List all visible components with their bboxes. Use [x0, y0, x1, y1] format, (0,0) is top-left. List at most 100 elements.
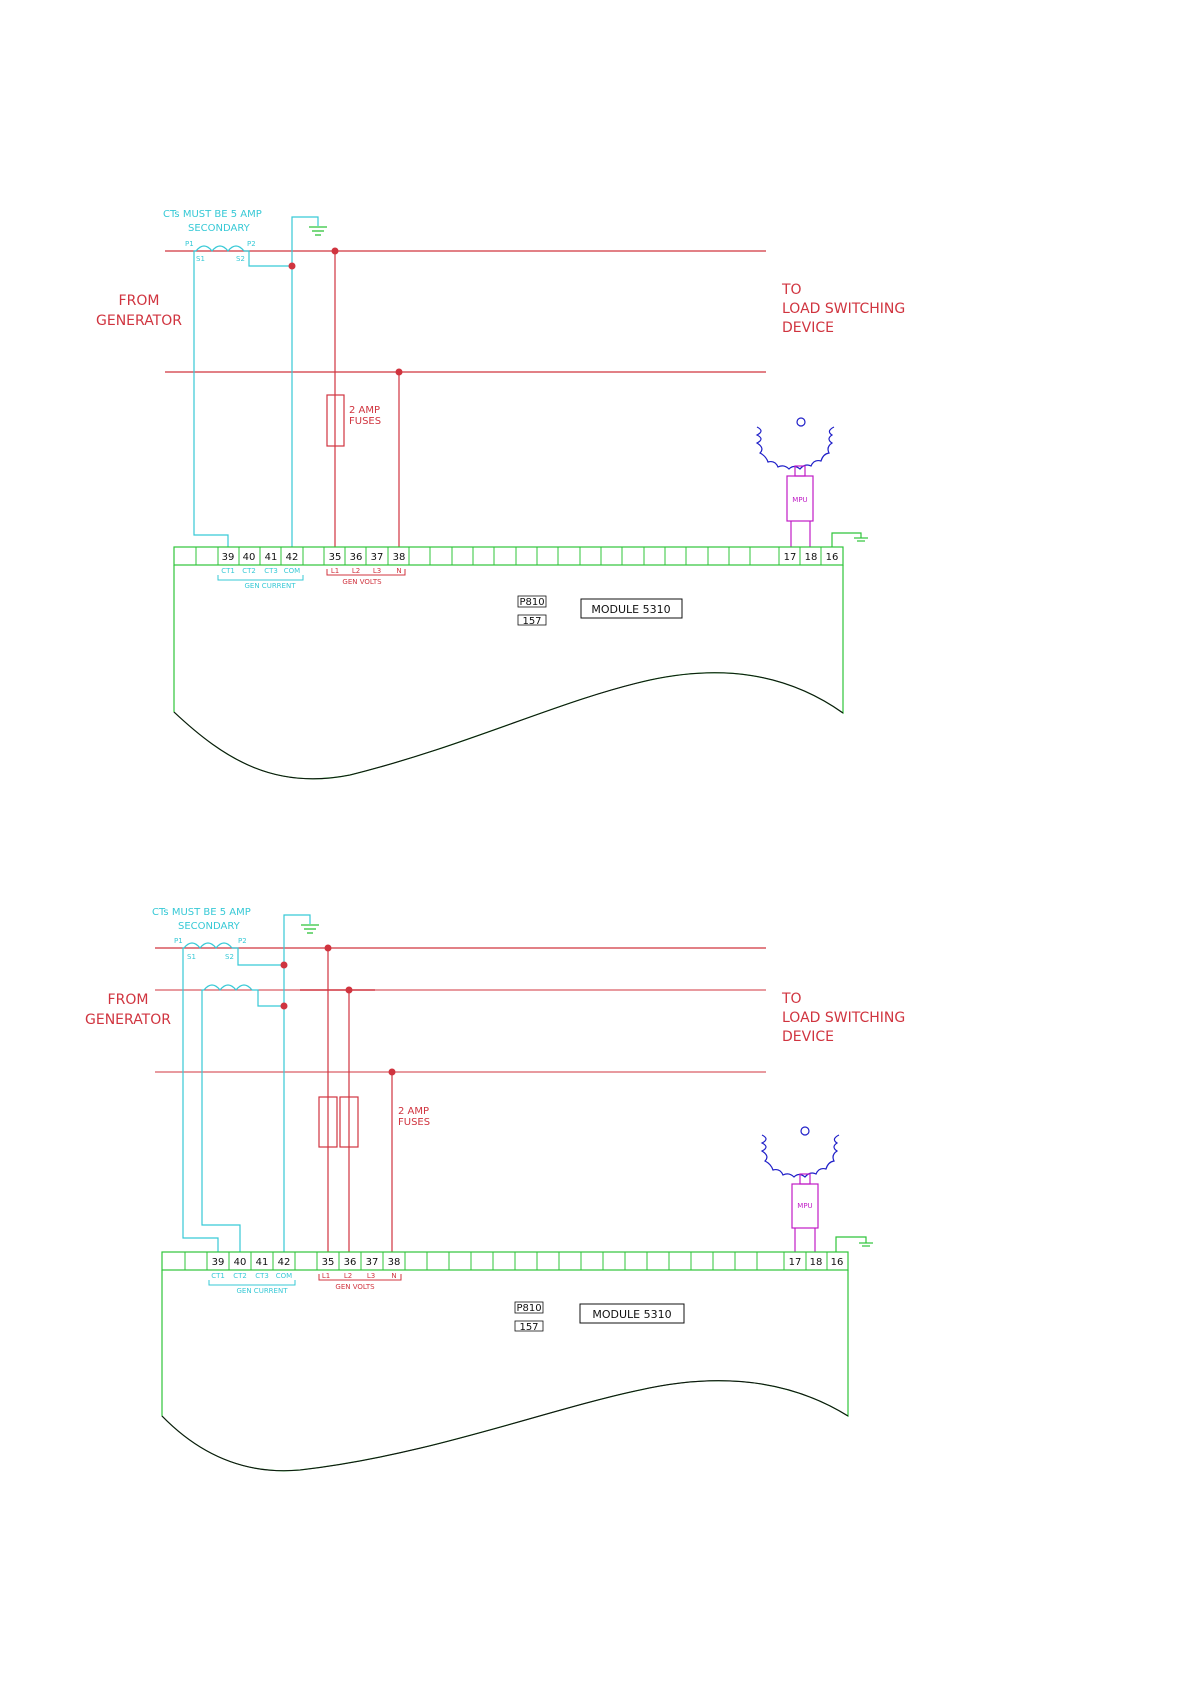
terminal-dividers	[195, 547, 822, 565]
gen-volts-label: GEN VOLTS	[335, 1283, 375, 1291]
ct-note-line2: SECONDARY	[188, 223, 251, 234]
module-refs: P810 157	[514, 1301, 544, 1333]
module-body-outline	[161, 1270, 849, 1472]
terminal-42: 42	[286, 552, 299, 563]
gen-current-group: CT1 CT2 CT3 COM GEN CURRENT	[217, 567, 304, 590]
gen-current-bracket	[208, 1280, 296, 1286]
ct-p1-label: P1	[185, 240, 194, 248]
fuse-label-line2: FUSES	[349, 416, 381, 427]
sublabel-ct3: CT3	[255, 1272, 269, 1280]
ct-p2-label: P2	[247, 240, 256, 248]
ct-coil	[195, 245, 245, 252]
gear-hub-icon	[800, 1126, 810, 1136]
sublabel-l2: L2	[344, 1272, 352, 1280]
sublabel-ct3: CT3	[264, 567, 278, 575]
ref-p810: P810	[519, 597, 544, 608]
gen-current-bracket	[217, 575, 304, 581]
ct-p2-label: P2	[238, 937, 247, 945]
earth-icon	[301, 924, 319, 934]
gear-teeth-icon	[755, 426, 835, 470]
gen-volts-bracket	[318, 1274, 402, 1281]
terminal-40: 40	[234, 1257, 247, 1268]
ct-coil-1	[183, 942, 233, 949]
terminal-39: 39	[212, 1257, 225, 1268]
to-label-line2: LOAD SWITCHING	[782, 1010, 905, 1026]
sublabel-l3: L3	[367, 1272, 375, 1280]
terminal-39: 39	[222, 552, 235, 563]
ct2-wire-s1	[201, 989, 241, 1252]
terminal-dividers	[184, 1252, 828, 1270]
ct-coil-2	[203, 984, 253, 991]
gen-current-label: GEN CURRENT	[237, 1287, 289, 1295]
sublabel-l1: L1	[322, 1272, 330, 1280]
terminal-17: 17	[784, 552, 797, 563]
terminal-36: 36	[344, 1257, 357, 1268]
sublabel-com: COM	[284, 567, 300, 575]
gear-teeth-icon	[760, 1134, 840, 1178]
module-name-box	[579, 1303, 685, 1324]
module-body-outline	[173, 565, 844, 780]
ref-p810: P810	[516, 1303, 541, 1314]
gen-volts-group: L1 L2 L3 N GEN VOLTS	[318, 1272, 402, 1291]
from-label-line2: GENERATOR	[85, 1012, 171, 1028]
to-label-line3: DEVICE	[782, 1029, 834, 1045]
ct-junction	[288, 262, 296, 270]
module-name-box	[580, 598, 683, 619]
mpu-earth-wire	[835, 1236, 867, 1252]
module-name: MODULE 5310	[591, 603, 670, 616]
ct-s2-label: S2	[236, 255, 245, 263]
from-generator-label: FROM GENERATOR	[96, 293, 182, 329]
gen-current-group: CT1 CT2 CT3 COM GEN CURRENT	[208, 1272, 296, 1295]
terminal-40: 40	[243, 552, 256, 563]
ct-note: CTs MUST BE 5 AMP SECONDARY	[152, 907, 251, 932]
break-line	[173, 672, 844, 780]
ct1-wire-s2	[232, 947, 284, 966]
sublabel-l1: L1	[331, 567, 339, 575]
fuse-l2	[339, 1096, 359, 1148]
terminal-16: 16	[831, 1257, 844, 1268]
ct-note-line1: CTs MUST BE 5 AMP	[152, 907, 251, 918]
fuse-label-line1: 2 AMP	[398, 1106, 429, 1117]
terminal-numbers: 39 40 41 42 35 36 37 38 17 18 16	[222, 552, 839, 563]
terminal-38: 38	[388, 1257, 401, 1268]
from-label-line1: FROM	[119, 293, 160, 309]
mpu-label: MPU	[797, 1202, 812, 1210]
diagram-top: FROM GENERATOR TO LOAD SWITCHING DEVICE …	[96, 209, 905, 780]
mpu-earth-icon	[854, 537, 868, 542]
fuse-label-line2: FUSES	[398, 1117, 430, 1128]
fuse-l1	[318, 1096, 338, 1148]
mpu-sensor	[786, 475, 814, 522]
terminal-35: 35	[329, 552, 342, 563]
diagram-bottom: FROM GENERATOR TO LOAD SWITCHING DEVICE …	[85, 907, 905, 1472]
terminal-strip	[173, 546, 844, 566]
ct-p1-label: P1	[174, 937, 183, 945]
to-label-line2: LOAD SWITCHING	[782, 301, 905, 317]
mpu-label: MPU	[792, 496, 807, 504]
from-label-line2: GENERATOR	[96, 313, 182, 329]
ct-junction-2	[280, 1002, 288, 1010]
from-label-line1: FROM	[108, 992, 149, 1008]
ct-wire-s2	[244, 250, 292, 267]
ct2-wire-s2	[252, 989, 284, 1007]
fuse-label-line1: 2 AMP	[349, 405, 380, 416]
ct-note: CTs MUST BE 5 AMP SECONDARY	[163, 209, 262, 234]
gen-volts-bracket	[326, 569, 406, 576]
sublabel-ct2: CT2	[233, 1272, 247, 1280]
terminal-17: 17	[789, 1257, 802, 1268]
mpu-sensor	[791, 1183, 819, 1229]
to-label-line1: TO	[781, 991, 802, 1007]
ct-earth-wire	[291, 216, 319, 266]
sublabel-ct1: CT1	[211, 1272, 225, 1280]
ct-note-line2: SECONDARY	[178, 921, 241, 932]
terminal-42: 42	[278, 1257, 291, 1268]
gen-volts-label: GEN VOLTS	[342, 578, 382, 586]
ct-earth-wire	[283, 914, 311, 965]
sublabel-com: COM	[276, 1272, 292, 1280]
terminal-41: 41	[265, 552, 278, 563]
module-refs: P810 157	[517, 595, 547, 627]
sublabel-n: N	[396, 567, 401, 575]
terminal-18: 18	[805, 552, 818, 563]
ct-s2-label: S2	[225, 953, 234, 961]
terminal-18: 18	[810, 1257, 823, 1268]
gen-volts-group: L1 L2 L3 N GEN VOLTS	[326, 567, 406, 586]
